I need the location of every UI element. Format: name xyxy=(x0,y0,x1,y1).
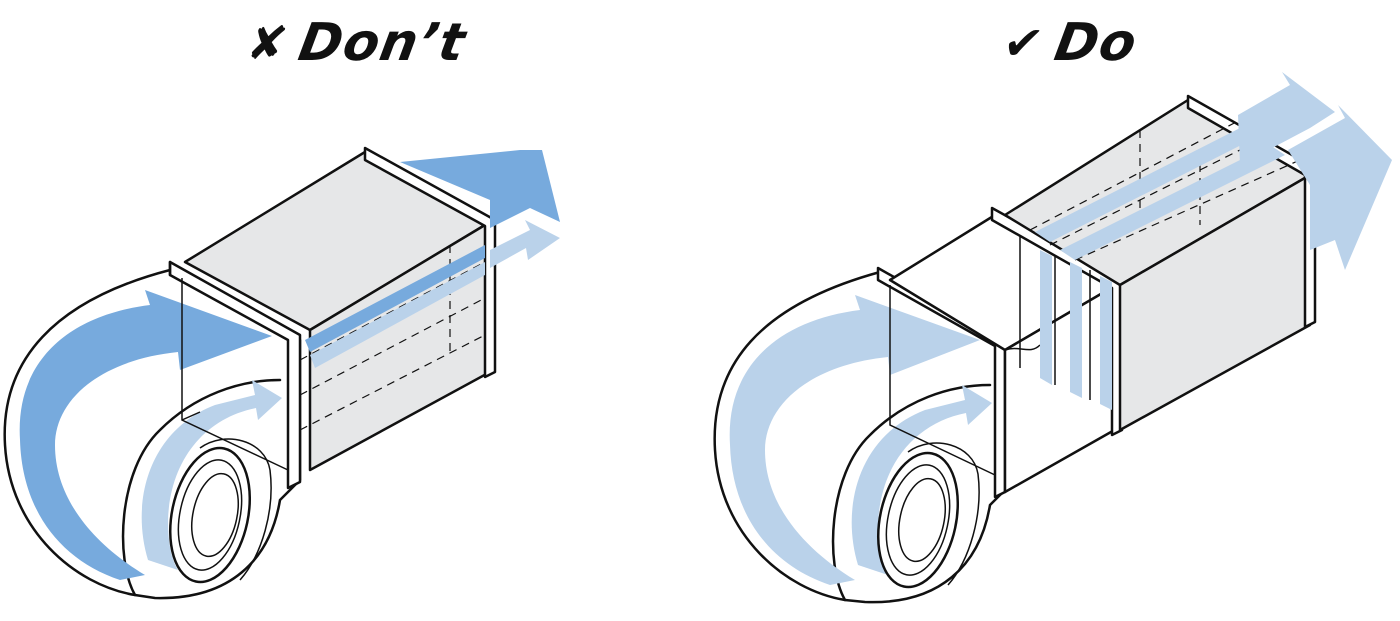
dont-panel xyxy=(3,146,560,600)
dont-label: Don’t xyxy=(294,13,471,73)
do-panel xyxy=(713,72,1392,604)
x-mark-icon: ✘ xyxy=(243,16,293,70)
airflow-arrows-left xyxy=(400,150,560,268)
fan-wheel-left xyxy=(168,438,272,584)
airflow-arrows-right xyxy=(1238,72,1392,270)
plenum-section xyxy=(888,206,1124,494)
fan-wheel-right xyxy=(876,442,980,589)
dont-heading: ✘ Don’t xyxy=(243,12,471,74)
check-mark-icon: ✔ xyxy=(999,16,1049,70)
do-heading: ✔ Do xyxy=(999,12,1142,74)
duct-right xyxy=(1003,94,1317,432)
duct-left xyxy=(183,146,497,472)
flange-left xyxy=(168,260,302,490)
do-label: Do xyxy=(1050,13,1142,73)
